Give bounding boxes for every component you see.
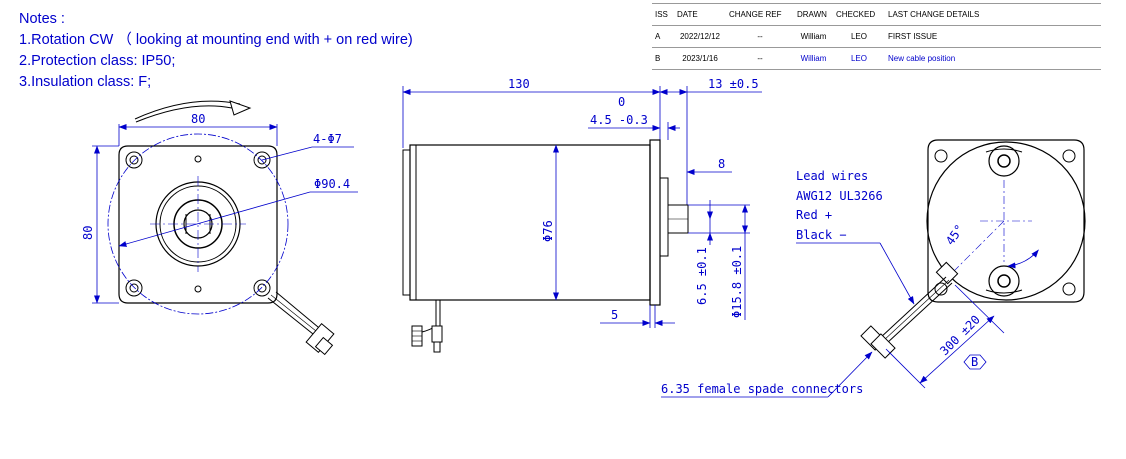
connector-label: 6.35 female spade connectors (661, 382, 863, 396)
shaft-flat-dimension: 6.5 ±0.1 (695, 247, 709, 305)
width-dimension: 80 (191, 112, 205, 126)
note-item: 2.Protection class: IP50; (19, 53, 176, 69)
notes-block: Notes : 1.Rotation CW （ looking at mount… (19, 9, 413, 93)
lead-wires-label: Lead wires (796, 169, 868, 183)
cell-date: 2023/1/16 (674, 47, 726, 70)
cell-checked: LEO (833, 47, 885, 70)
header-date: DATE (674, 3, 726, 26)
cell-details: New cable position (885, 47, 1101, 70)
circle-callout: Φ90.4 (314, 177, 350, 191)
shaft-length-dimension: 13 ±0.5 (708, 77, 759, 91)
cell-drawn: William (794, 25, 833, 48)
height-dimension: 80 (81, 226, 95, 240)
shaft-diameter-dimension: Φ15.8 ±0.1 (730, 246, 744, 318)
header-details: LAST CHANGE DETAILS (885, 3, 1101, 26)
flange-tolerance-upper: 0 (618, 95, 625, 109)
front-view: 80 80 4-Φ7 (81, 100, 358, 356)
revision-table-header: ISS DATE CHANGE REF DRAWN CHECKED LAST C… (652, 3, 1101, 26)
motor-body (409, 144, 651, 301)
rear-flange (927, 139, 1085, 303)
key-dimension: 8 (718, 157, 725, 171)
header-drawn: DRAWN (794, 3, 833, 26)
pitch-circle (107, 133, 289, 315)
cable-length-dimension: 300 ±20 (937, 312, 983, 358)
wire-gauge-label: AWG12 UL3266 (796, 189, 883, 203)
body-diameter-dimension: Φ76 (541, 220, 555, 242)
cell-date: 2022/12/12 (674, 25, 726, 48)
cell-checked: LEO (833, 25, 885, 48)
cell-change-ref: -- (726, 47, 794, 70)
length-dimension: 130 (508, 77, 530, 91)
cell-iss: A (652, 25, 674, 48)
hole-callout: 4-Φ7 (313, 132, 342, 146)
side-view: 130 13 ±0.5 0 4.5 -0.3 8 Φ76 (402, 77, 762, 353)
note-item: 1.Rotation CW （ looking at mounting end … (19, 32, 413, 48)
rotation-arrow-icon (134, 100, 241, 120)
cell-change-ref: -- (726, 25, 794, 48)
side-flange (649, 139, 661, 306)
revision-table: ISS DATE CHANGE REF DRAWN CHECKED LAST C… (652, 3, 1101, 70)
revision-marker-icon (963, 354, 987, 370)
cell-iss: B (652, 47, 674, 70)
notes-title: Notes : (19, 11, 65, 27)
wire-offset-dimension: 5 (611, 308, 618, 322)
table-row: A 2022/12/12 -- William LEO FIRST ISSUE (652, 25, 1101, 48)
red-wire-label: Red + (796, 208, 832, 222)
cell-drawn: William (794, 47, 833, 70)
mounting-flange (118, 145, 278, 304)
rear-view: 45° Lead wires AWG12 UL3266 Red + Black … (661, 139, 1086, 398)
cell-details: FIRST ISSUE (885, 25, 1101, 48)
angle-dimension: 45° (943, 222, 967, 248)
table-row: B 2023/1/16 -- William LEO New cable pos… (652, 47, 1101, 70)
header-change-ref: CHANGE REF (726, 3, 794, 26)
flange-thickness-dimension: 4.5 -0.3 (590, 113, 648, 127)
header-checked: CHECKED (833, 3, 885, 26)
black-wire-label: Black − (796, 228, 847, 242)
header-iss: ISS (652, 3, 674, 26)
note-item: 3.Insulation class: F; (19, 74, 152, 90)
revision-marker: B (971, 355, 978, 369)
